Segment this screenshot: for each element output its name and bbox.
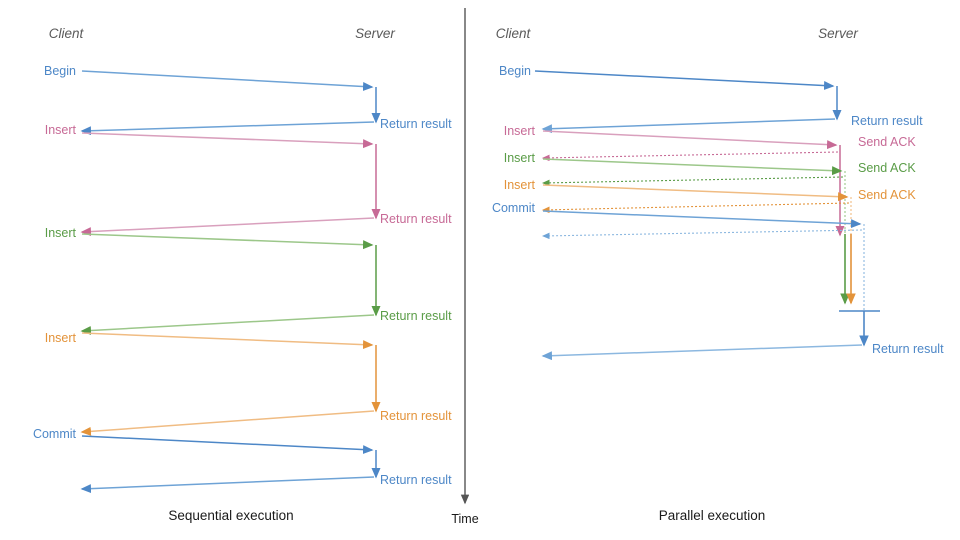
left-msg-insert2-response [80, 314, 375, 336]
left-client-label-0: Begin [44, 64, 76, 78]
left-client-label-4: Commit [33, 427, 77, 441]
left-msg-begin-request [81, 70, 374, 91]
right-server-header: Server [818, 26, 858, 41]
right-client-label-2: Insert [504, 151, 536, 165]
right-msg-commit-response [541, 344, 863, 361]
left-msg-insert2-request [81, 233, 374, 250]
left-msg-insert1-request [81, 132, 374, 149]
right-client-label-4: Commit [492, 201, 536, 215]
left-panel-caption: Sequential execution [168, 508, 293, 523]
left-client-header: Client [49, 26, 85, 41]
left-client-label-3: Insert [45, 331, 77, 345]
right-msg-insert3-ack [541, 202, 850, 214]
left-client-label-1: Insert [45, 123, 77, 137]
right-server-label-2: Send ACK [858, 161, 916, 175]
right-client-label-1: Insert [504, 124, 536, 138]
left-msg-insert1-response [80, 217, 375, 237]
right-msg-commit-ack [541, 229, 863, 240]
left-server-label-2: Return result [380, 309, 452, 323]
right-client-label-0: Begin [499, 64, 531, 78]
right-client-label-3: Insert [504, 178, 536, 192]
left-msg-insert3-request [81, 332, 374, 350]
right-client-header: Client [496, 26, 532, 41]
left-client-label-2: Insert [45, 226, 77, 240]
right-server-label-4: Return result [872, 342, 944, 356]
left-msg-commit-response [80, 476, 375, 494]
right-msg-insert3-request [542, 184, 849, 202]
right-msg-begin-request [534, 70, 835, 91]
left-server-label-3: Return result [380, 409, 452, 423]
left-msg-commit-request [81, 435, 374, 455]
left-server-label-4: Return result [380, 473, 452, 487]
right-panel-caption: Parallel execution [659, 508, 766, 523]
left-server-label-0: Return result [380, 117, 452, 131]
right-msg-insert1-ack [541, 151, 839, 162]
left-server-header: Server [355, 26, 395, 41]
right-msg-commit-request [542, 210, 862, 229]
left-server-label-1: Return result [380, 212, 452, 226]
left-msg-insert3-response [80, 410, 375, 436]
right-msg-begin-response [541, 118, 836, 134]
time-axis-label: Time [451, 512, 478, 526]
right-msg-insert2-ack [541, 176, 844, 187]
left-msg-begin-response [80, 121, 375, 136]
right-server-label-1: Send ACK [858, 135, 916, 149]
right-server-label-3: Send ACK [858, 188, 916, 202]
right-msg-insert1-request [542, 130, 838, 150]
right-msg-insert2-request [542, 158, 843, 176]
right-server-label-0: Return result [851, 114, 923, 128]
